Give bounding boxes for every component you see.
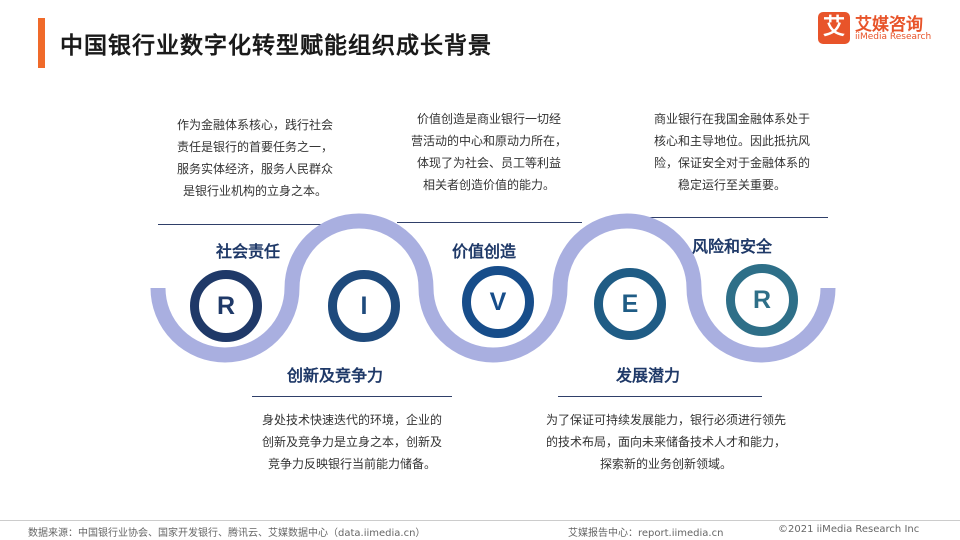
label-innovation: 创新及竞争力 [286,366,383,385]
letter-e: E [621,290,639,318]
logo-chinese-name: 艾媒咨询 [855,15,923,35]
label-social-responsibility: 社会责任 [215,242,280,261]
footer-divider [0,520,960,521]
desc-innovation: 身处技术快速迭代的环境，企业的 创新及竞争力是立身之本，创新及 竞争力反映银行当… [261,413,442,471]
letter-i: I [360,292,368,320]
title-accent-bar [38,18,45,68]
desc-development: 为了保证可持续发展能力，银行必须进行领先 的技术布局，面向未来储备技术人才和能力… [545,413,786,471]
divider-social-responsibility [158,224,350,225]
divider-risk-security [640,217,828,218]
logo-mark: 艾 [818,12,850,44]
circle-v-value: V [462,266,534,338]
circle-i-innovation: I [328,270,400,342]
label-risk-security: 风险和安全 [691,237,772,256]
page-title: 中国银行业数字化转型赋能组织成长背景 [60,33,492,59]
letter-v: V [489,288,507,316]
logo-english-name: iiMedia Research [855,32,932,42]
divider-value-creation [397,222,582,223]
letter-r: R [216,292,236,320]
desc-value-creation: 价值创造是商业银行一切经 营活动的中心和原动力所在， 体现了为社会、员工等利益 … [410,112,567,192]
footer-copyright: ©2021 iiMedia Research Inc [778,524,920,535]
iimedia-logo: 艾 艾媒咨询 iiMedia Research [818,10,938,46]
circle-r-social: R [190,270,262,342]
footer-source: 数据来源：中国银行业协会、国家开发银行、腾讯云、艾媒数据中心（data.iime… [28,528,426,539]
desc-risk-security: 商业银行在我国金融体系处于 核心和主导地位。因此抵抗风 险，保证安全对于金融体系… [653,112,810,192]
divider-innovation [252,396,452,397]
circle-e-development: E [594,268,666,340]
divider-development [558,396,762,397]
letter-r-risk: R [752,286,772,314]
circle-r-risk: R [726,264,798,336]
label-value-creation: 价值创造 [451,242,516,261]
label-development: 发展潜力 [615,366,680,385]
footer-report-center: 艾媒报告中心：report.iimedia.cn [568,528,724,539]
desc-social-responsibility: 作为金融体系核心，践行社会 责任是银行的首要任务之一， 服务实体经济，服务人民群… [176,118,333,198]
